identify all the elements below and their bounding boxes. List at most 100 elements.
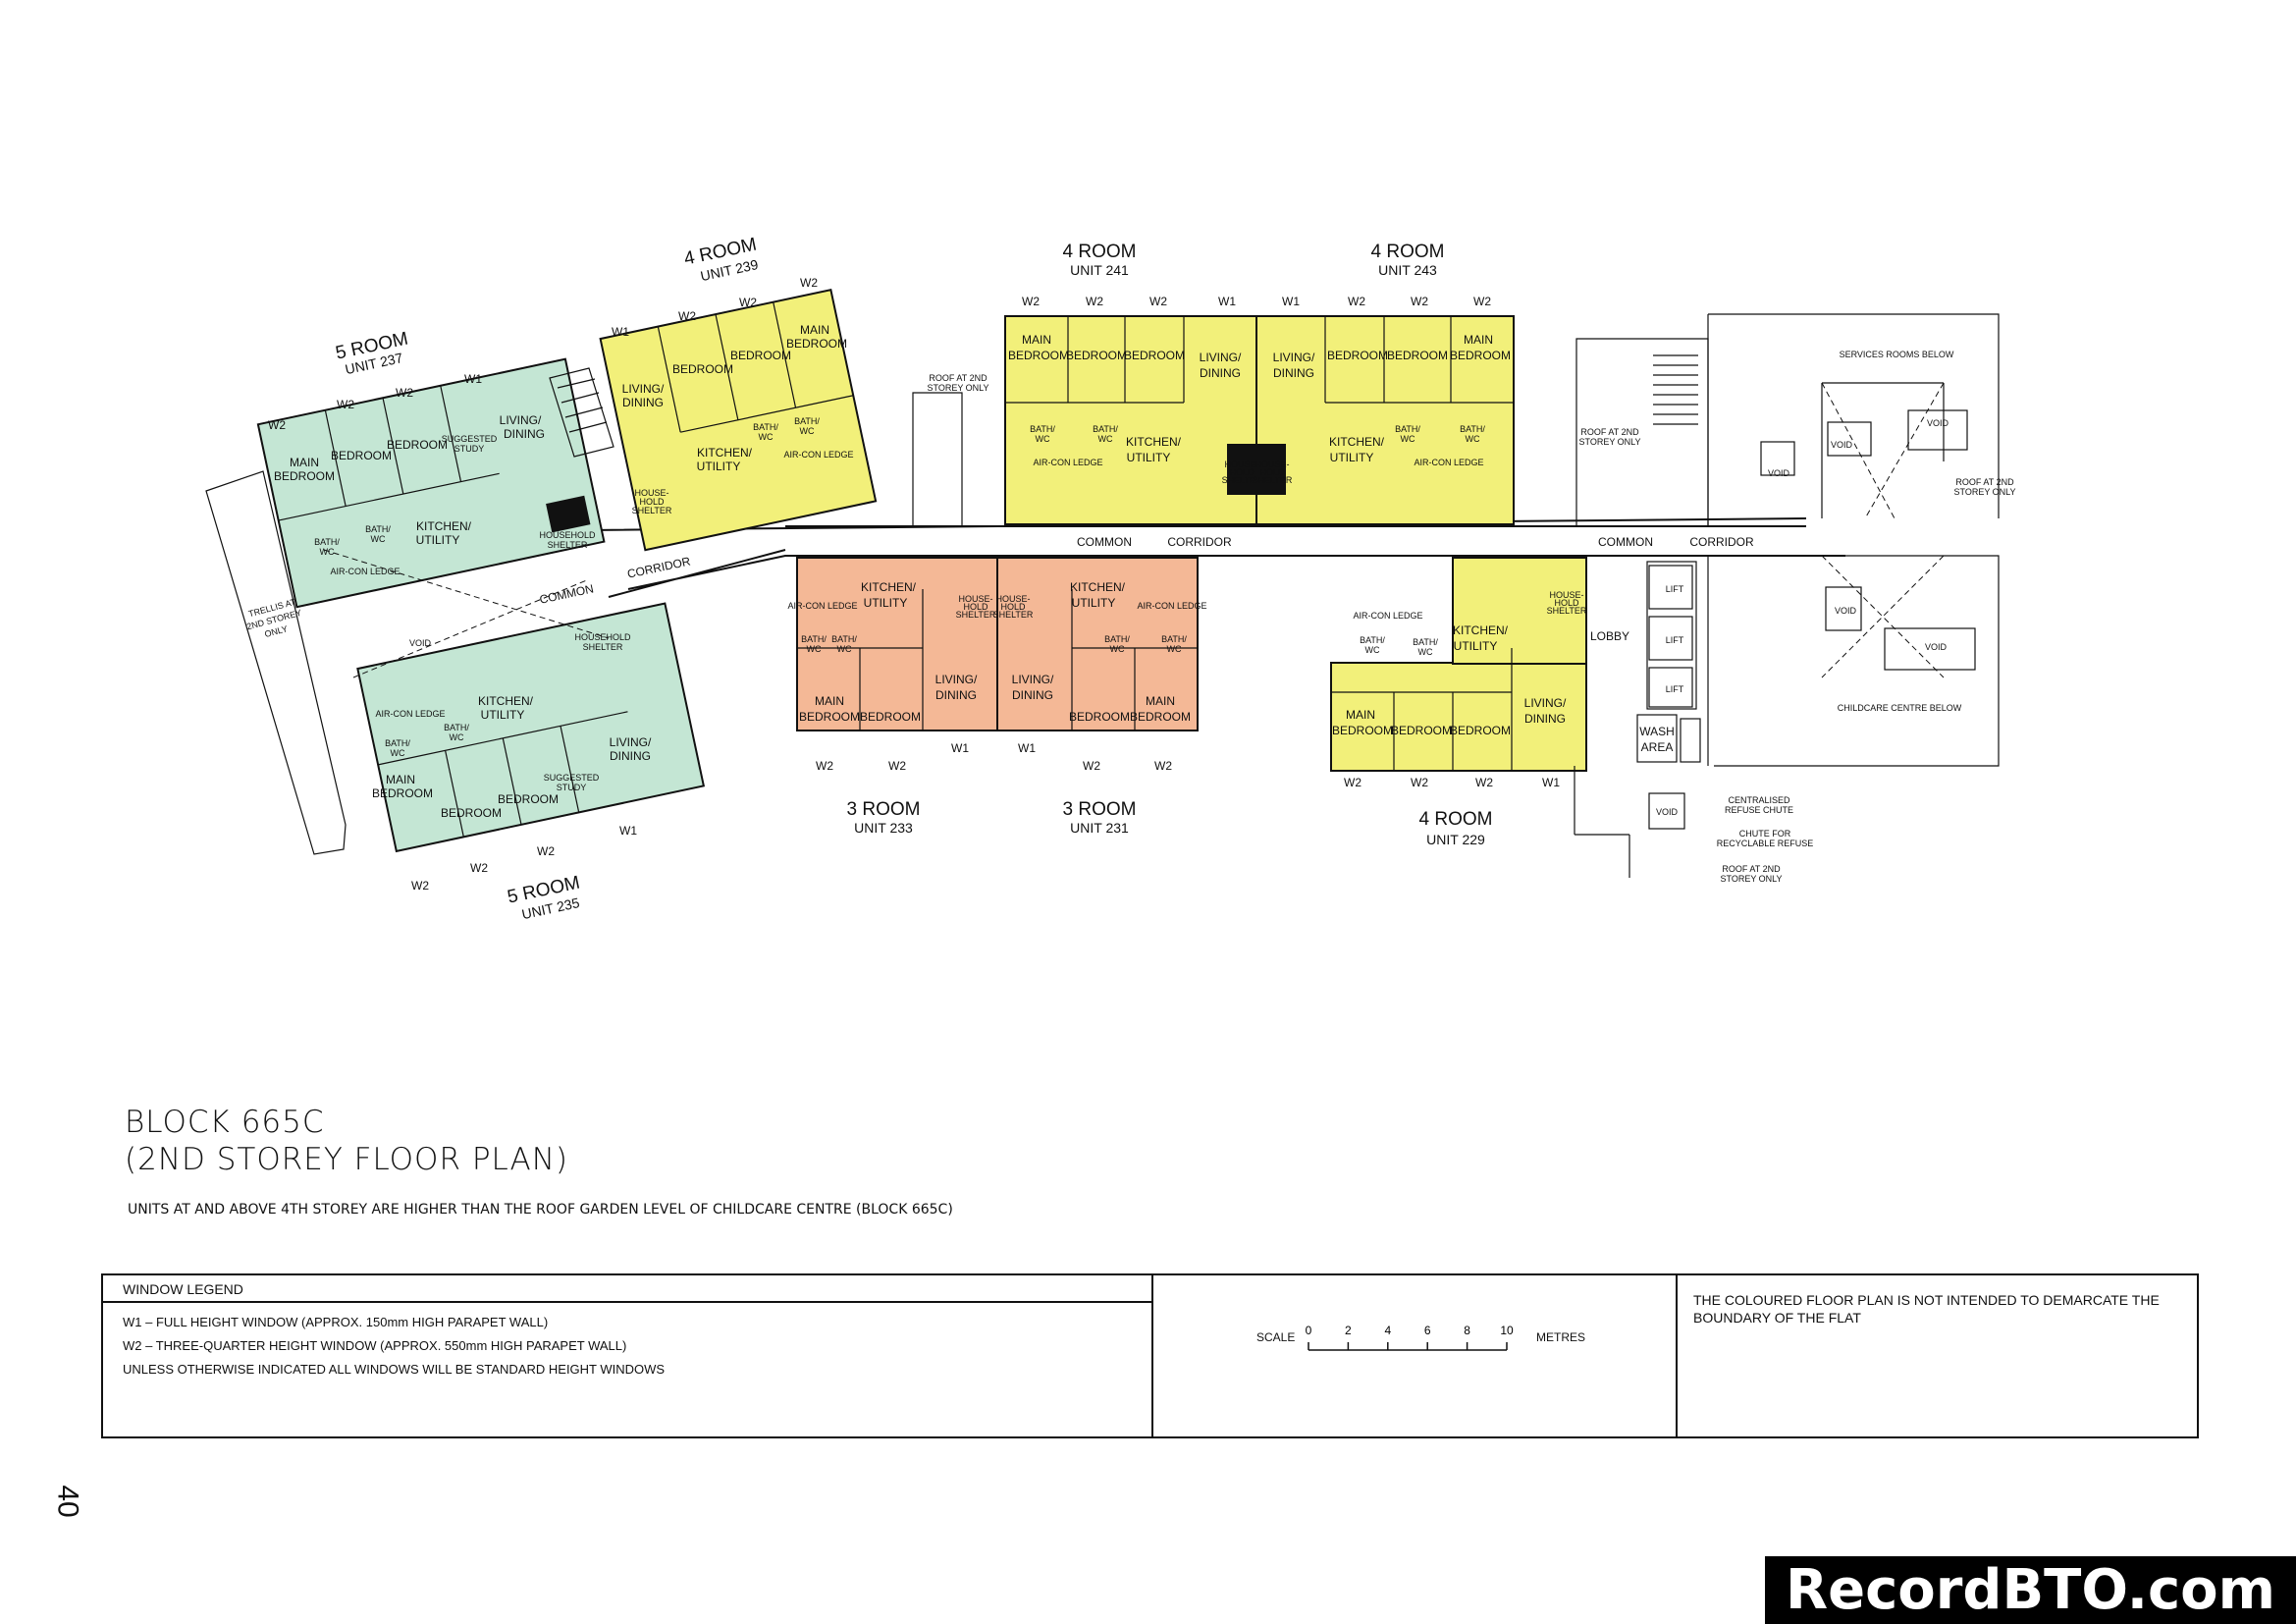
- room-aircon-ledge: AIR-CON LEDGE: [1353, 611, 1422, 621]
- room-bath-wc: BATH/: [1360, 635, 1385, 645]
- window-tag: W2: [1411, 776, 1428, 789]
- room-bath-wc: WC: [1401, 434, 1415, 444]
- window-tag: W2: [268, 418, 286, 432]
- window-tag: W2: [1154, 759, 1172, 773]
- room-main-bedroom: MAIN: [1146, 694, 1175, 708]
- window-legend: WINDOW LEGEND W1 – FULL HEIGHT WINDOW (A…: [103, 1275, 1153, 1436]
- window-tag: W2: [1083, 759, 1100, 773]
- roof-2nd-storey-a: ROOF AT 2ND STOREY ONLY: [912, 373, 989, 525]
- room-bath-wc: WC: [1098, 434, 1113, 444]
- room-suggested-study: SUGGESTED: [442, 434, 498, 444]
- unit-229-number: UNIT 229: [1426, 832, 1485, 847]
- room-house-hold-shelter: SHELTER: [1547, 606, 1587, 616]
- services-and-childcare: SERVICES ROOMS BELOW VOID VOID VOID ROOF…: [1707, 313, 2016, 884]
- window-tag: W1: [1218, 295, 1236, 308]
- unit-239: [599, 288, 878, 552]
- unit-235: [356, 602, 706, 853]
- room-bath-wc: WC: [800, 426, 815, 436]
- room-living-dining: DINING: [1524, 712, 1566, 726]
- void-diagonal: [323, 549, 610, 678]
- unit-241: MAIN BEDROOM BEDROOM BEDROOM LIVING/ DIN…: [1004, 242, 1262, 525]
- room-bedroom: BEDROOM: [860, 710, 921, 724]
- core-block: ROOF AT 2ND STOREY ONLY COMMON CORRIDOR …: [1574, 338, 1754, 878]
- lift-label: LIFT: [1666, 635, 1684, 645]
- room-aircon-ledge: AIR-CON LEDGE: [787, 601, 857, 611]
- room-aircon-ledge: AIR-CON LEDGE: [1033, 458, 1102, 467]
- room-bedroom: BEDROOM: [1327, 349, 1388, 362]
- unit-233-number: UNIT 233: [854, 820, 913, 836]
- scale-tick-label: 8: [1464, 1324, 1470, 1337]
- svg-text:STOREY ONLY: STOREY ONLY: [1720, 874, 1782, 884]
- room-bedroom: BEDROOM: [1391, 724, 1452, 737]
- window-tag: W2: [537, 844, 555, 858]
- floor-plan-diagram: MAIN BEDROOM BEDROOM BEDROOM SUGGESTED S…: [205, 235, 2016, 922]
- room-kitchen-utility: KITCHEN/: [1126, 435, 1182, 449]
- room-main-bedroom: MAIN: [1022, 333, 1051, 347]
- void-label: VOID: [1656, 807, 1679, 817]
- room-main-bedroom: MAIN: [1346, 708, 1375, 722]
- window-tag: W2: [1475, 776, 1493, 789]
- room-bedroom: BEDROOM: [1387, 349, 1448, 362]
- window-tag: W2: [470, 861, 488, 875]
- room-kitchen-utility: KITCHEN/: [861, 580, 917, 594]
- watermark-logo: RecordBTO.com: [1765, 1556, 2296, 1624]
- window-legend-heading: WINDOW LEGEND: [103, 1275, 1151, 1303]
- room-house-hold-shelter: HOLD: [1229, 467, 1255, 477]
- room-bath-wc: BATH/: [831, 634, 857, 644]
- window-tag: W2: [678, 309, 696, 323]
- window-tag: W1: [1542, 776, 1560, 789]
- room-house-hold-shelter: SHELTER: [1222, 475, 1262, 485]
- staircase: [549, 367, 614, 458]
- room-bedroom: BEDROOM: [1069, 710, 1130, 724]
- room-aircon-ledge: AIR-CON LEDGE: [330, 567, 400, 576]
- common-corridor-outline: [588, 517, 1845, 598]
- svg-text:ROOF AT 2ND: ROOF AT 2ND: [929, 373, 988, 383]
- chute-recyclable-label: CHUTE FOR: [1739, 829, 1791, 839]
- svg-text:ROOF AT 2ND: ROOF AT 2ND: [1580, 427, 1639, 437]
- room-kitchen-utility: UTILITY: [697, 460, 741, 473]
- room-house-hold-shelter: HOLD: [1259, 467, 1285, 477]
- room-main-bedroom: MAIN: [290, 456, 319, 469]
- unit-241-number: UNIT 241: [1070, 262, 1129, 278]
- room-household-shelter: SHELTER: [548, 540, 588, 550]
- void-label: VOID: [1835, 606, 1857, 616]
- unit-235-labels: MAIN BEDROOM BEDROOM BEDROOM SUGGESTED S…: [372, 632, 652, 922]
- legend-box: WINDOW LEGEND W1 – FULL HEIGHT WINDOW (A…: [101, 1273, 2199, 1438]
- room-living-dining: DINING: [622, 396, 664, 409]
- room-kitchen-utility: KITCHEN/: [1070, 580, 1126, 594]
- window-tag: W1: [464, 372, 482, 386]
- room-living-dining: DINING: [935, 688, 977, 702]
- room-bedroom: BEDROOM: [1450, 724, 1511, 737]
- room-household-shelter: HOUSEHOLD: [539, 530, 596, 540]
- room-bath-wc: BATH/: [1104, 634, 1130, 644]
- room-living-dining: DINING: [610, 749, 651, 763]
- room-main-bedroom: MAIN: [1464, 333, 1493, 347]
- room-house-hold-shelter: HOLD: [639, 497, 665, 507]
- room-kitchen-utility: KITCHEN/: [478, 694, 534, 708]
- scale-label: SCALE: [1256, 1330, 1296, 1344]
- window-tag: W2: [739, 296, 757, 309]
- svg-text:ROOF AT 2ND: ROOF AT 2ND: [1722, 864, 1781, 874]
- room-kitchen-utility: UTILITY: [1072, 596, 1116, 610]
- room-bedroom: BEDROOM: [1124, 349, 1185, 362]
- room-bath-wc: WC: [837, 644, 852, 654]
- room-bedroom: BEDROOM: [331, 449, 392, 462]
- disclaimer: THE COLOURED FLOOR PLAN IS NOT INTENDED …: [1693, 1292, 2160, 1326]
- room-living-dining: DINING: [1273, 366, 1314, 380]
- room-main-bedroom: BEDROOM: [274, 469, 335, 483]
- window-tag: W2: [396, 386, 413, 400]
- corridor-label: CORRIDOR: [1689, 535, 1754, 549]
- room-main-bedroom: BEDROOM: [1130, 710, 1191, 724]
- room-living-dining: LIVING/: [935, 673, 978, 686]
- room-kitchen-utility: UTILITY: [1330, 451, 1374, 464]
- window-tag: W1: [951, 741, 969, 755]
- room-main-bedroom: MAIN: [800, 323, 829, 337]
- legend-w2: W2 – THREE-QUARTER HEIGHT WINDOW (APPROX…: [123, 1338, 627, 1353]
- scale-unit: METRES: [1536, 1330, 1586, 1344]
- unit-237: [256, 357, 606, 609]
- window-tag: W1: [1282, 295, 1300, 308]
- centralised-refuse-label: CENTRALISED: [1728, 795, 1790, 805]
- room-main-bedroom: BEDROOM: [786, 337, 847, 351]
